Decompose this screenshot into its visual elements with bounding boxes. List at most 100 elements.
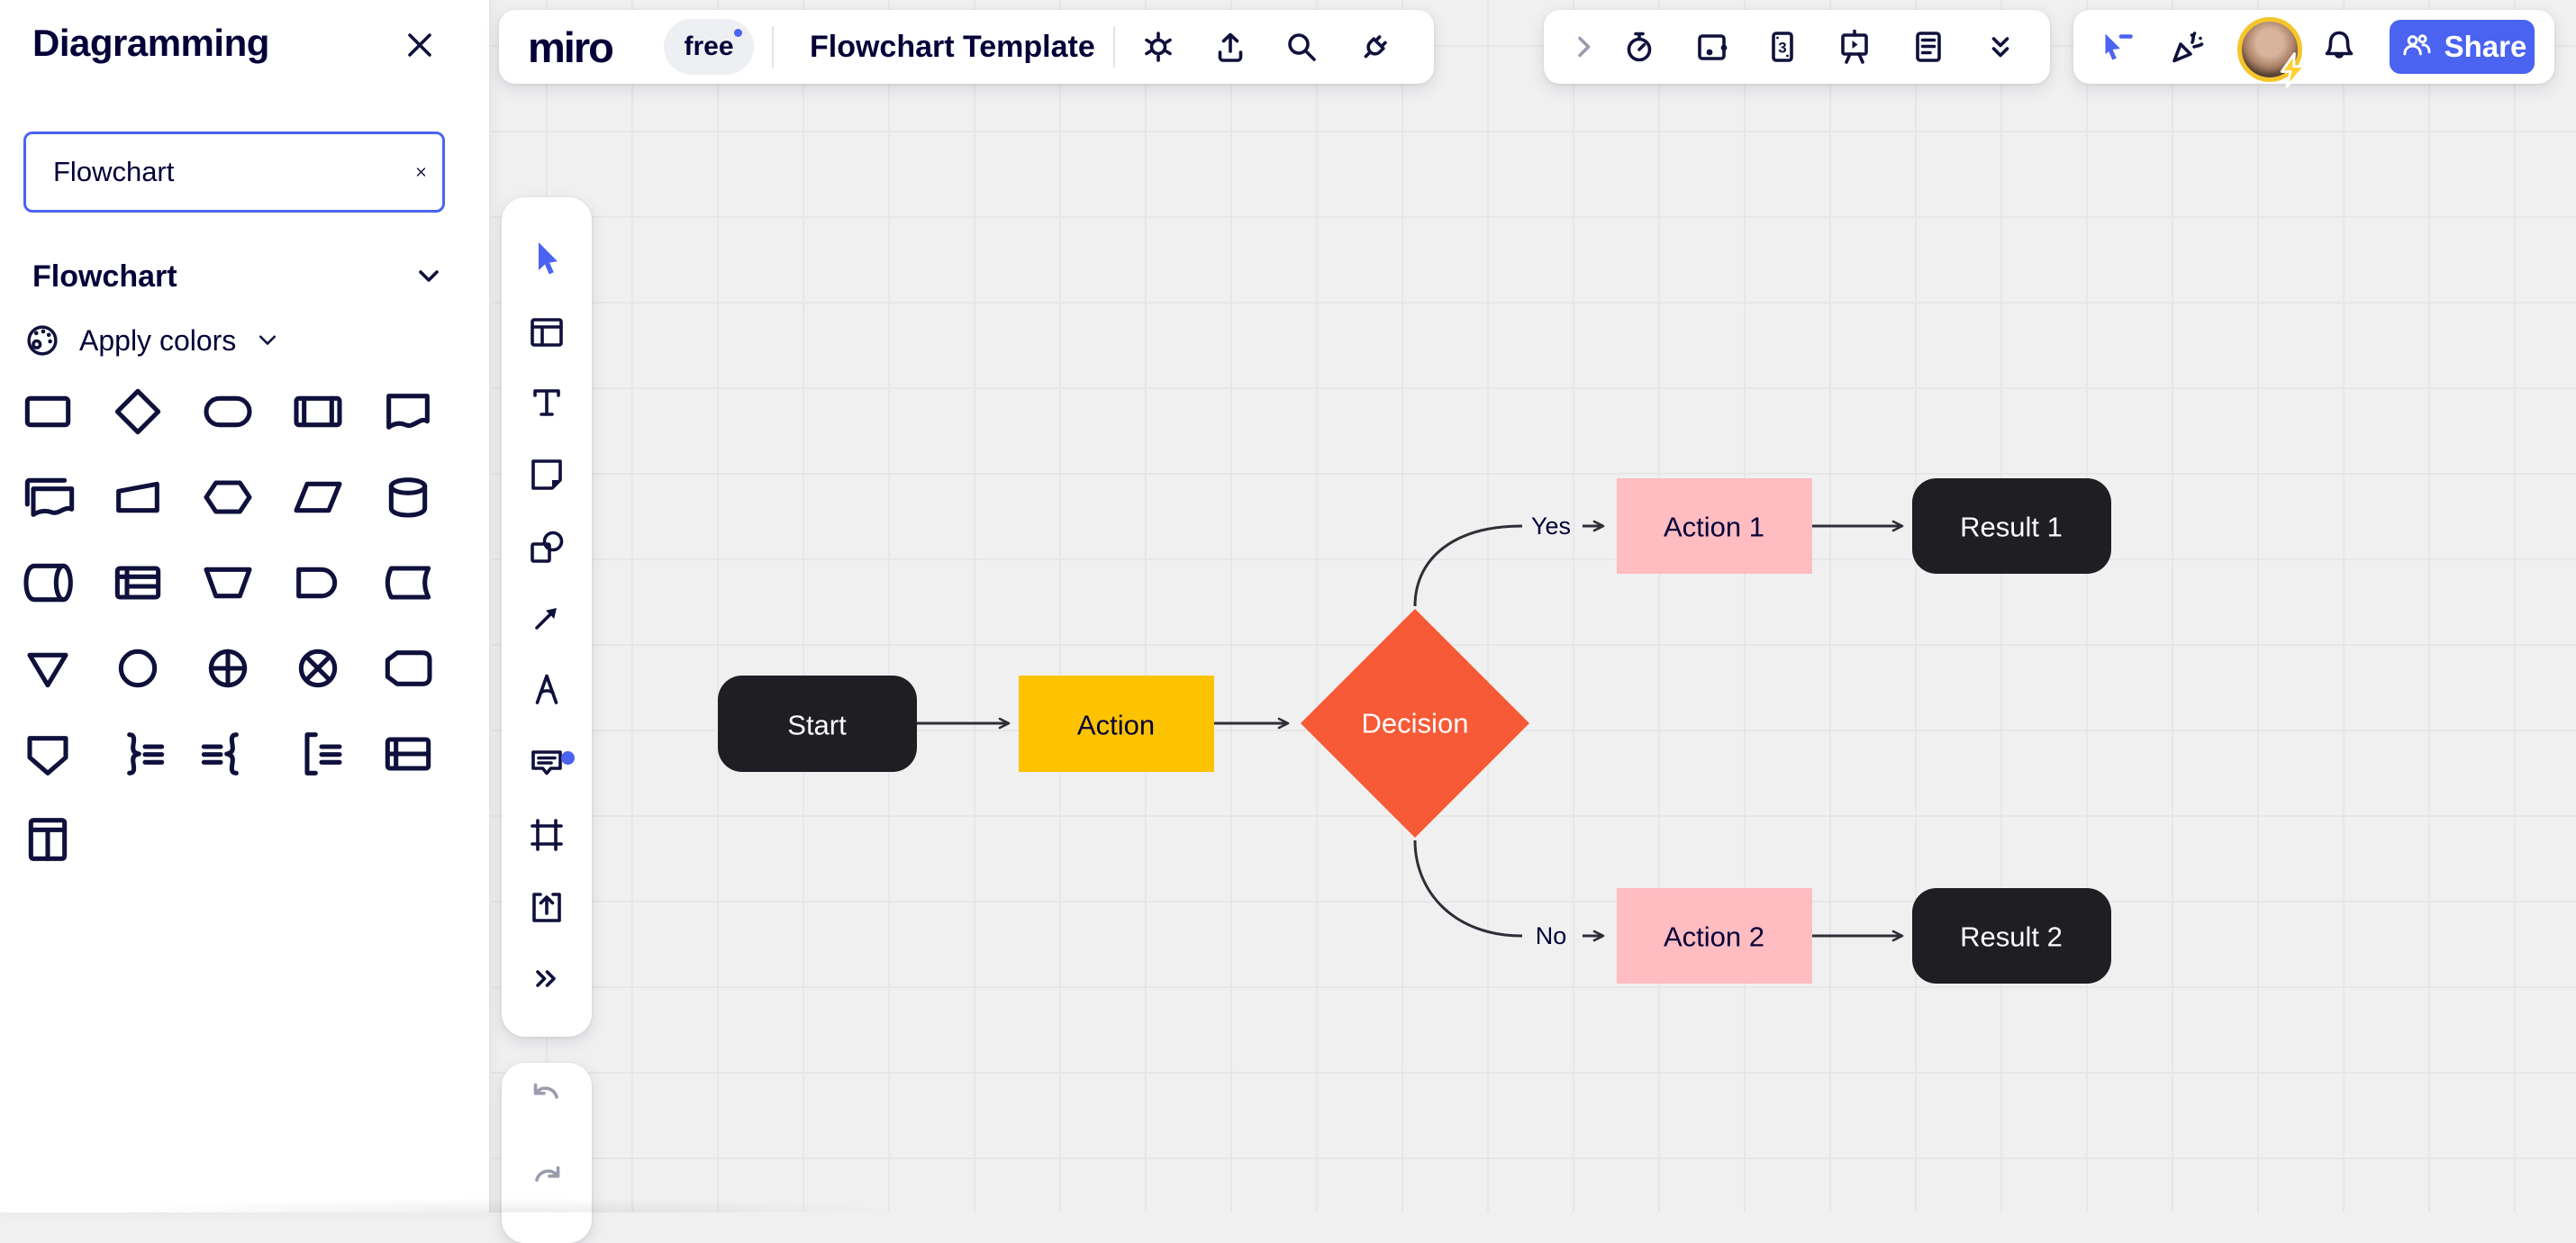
voting-button[interactable] (1688, 22, 1738, 72)
bell-icon (2325, 31, 2354, 59)
miro-logo[interactable]: miro (528, 23, 614, 71)
shape-manual-operation-icon[interactable] (198, 553, 258, 612)
more-tools-button[interactable] (522, 953, 572, 1003)
shape-data-icon[interactable] (288, 467, 348, 527)
shape-brace-right-note-icon[interactable] (108, 724, 168, 784)
select-tool[interactable] (522, 233, 572, 284)
comment-icon (531, 750, 562, 776)
presentation-icon (1841, 29, 1868, 64)
edge-decision-no-curve[interactable] (1413, 839, 1523, 938)
reactions-button[interactable] (2163, 22, 2213, 72)
shape-manual-input-icon[interactable] (108, 467, 168, 527)
connection-line-tool[interactable] (522, 593, 572, 643)
timer-button[interactable] (1614, 22, 1664, 72)
party-popper-icon (2172, 32, 2204, 63)
shape-terminator-icon[interactable] (198, 382, 258, 441)
node-result2[interactable]: Result 2 (1912, 888, 2111, 984)
edge-label-yes[interactable]: Yes (1531, 513, 1571, 540)
frame-tool[interactable] (522, 810, 572, 860)
apply-colors-label: Apply colors (79, 323, 237, 357)
node-action[interactable]: Action (1019, 676, 1214, 772)
node-start[interactable]: Start (718, 676, 917, 772)
profile-avatar[interactable] (2237, 17, 2307, 88)
shape-stored-data-icon[interactable] (18, 553, 77, 612)
search-icon (1288, 33, 1316, 61)
close-panel-button[interactable] (395, 20, 445, 70)
node-result1[interactable]: Result 1 (1912, 478, 2111, 574)
shape-predefined-process-icon[interactable] (288, 382, 348, 441)
expand-toolbar-button[interactable] (1558, 22, 1609, 72)
plan-badge[interactable]: free (664, 19, 754, 75)
shape-internal-storage-icon[interactable] (108, 553, 168, 612)
templates-tool[interactable] (522, 307, 572, 358)
shape-decision-icon[interactable] (108, 382, 168, 441)
clear-search-icon[interactable] (413, 152, 430, 192)
notifications-button[interactable] (2314, 22, 2364, 72)
section-header-flowchart[interactable]: Flowchart (32, 259, 177, 294)
shape-preparation-icon[interactable] (198, 467, 258, 527)
comment-tool[interactable] (522, 738, 572, 788)
upload-tool[interactable] (522, 882, 572, 932)
notes-button[interactable] (1903, 22, 1954, 72)
redo-button[interactable] (522, 1153, 572, 1203)
board-title[interactable]: Flowchart Template (810, 30, 1095, 64)
double-chevron-right-icon (536, 970, 556, 987)
edge-label-no[interactable]: No (1536, 922, 1567, 949)
shape-process-icon[interactable] (18, 382, 77, 441)
search-button[interactable] (1276, 22, 1327, 72)
hide-cursors-button[interactable] (2092, 22, 2143, 72)
shape-or-junction-icon[interactable] (198, 639, 258, 698)
board-settings-button[interactable] (1133, 22, 1184, 72)
shape-summing-junction-icon[interactable] (288, 639, 348, 698)
shape-off-page-link-icon[interactable] (378, 639, 438, 698)
more-apps-button[interactable] (1975, 22, 2026, 72)
plug-icon (1364, 35, 1387, 59)
node-action2[interactable]: Action 2 (1617, 888, 1812, 984)
export-button[interactable] (1205, 22, 1256, 72)
search-input[interactable] (26, 156, 413, 188)
chevron-down-icon (259, 335, 277, 345)
pen-icon (535, 674, 558, 704)
palette-icon (27, 325, 58, 356)
upload-arrow-icon (1218, 32, 1243, 62)
node-action1-label: Action 1 (1664, 512, 1764, 543)
node-action1[interactable]: Action 1 (1617, 478, 1812, 574)
edge-decision-yes-curve[interactable] (1413, 524, 1523, 607)
shape-brace-left-note-icon[interactable] (198, 724, 258, 784)
shape-column-table-icon[interactable] (18, 810, 77, 869)
timer-icon (1627, 32, 1652, 62)
undo-button[interactable] (522, 1070, 572, 1121)
node-result1-label: Result 1 (1960, 512, 2063, 543)
shape-delay-icon[interactable] (288, 553, 348, 612)
shape-bracket-note-icon[interactable] (288, 724, 348, 784)
sticky-note-tool[interactable] (522, 449, 572, 500)
shape-display-icon[interactable] (378, 553, 438, 612)
section-collapse-button[interactable] (404, 250, 454, 301)
node-decision[interactable]: Decision (1301, 609, 1529, 838)
board-canvas[interactable]: Yes No Start Action Decision Action 1 Re… (0, 0, 2576, 1212)
chevron-down-icon (419, 270, 439, 282)
offscreen-panel-shadow (108, 1198, 919, 1212)
shape-merge-icon[interactable] (18, 639, 77, 698)
node-start-label: Start (787, 710, 847, 741)
shapes-icon (531, 531, 564, 563)
apps-button[interactable] (1350, 22, 1401, 72)
pen-tool[interactable] (522, 665, 572, 715)
shape-connector-icon[interactable] (108, 639, 168, 698)
share-button-label: Share (2444, 30, 2527, 63)
shape-document-icon[interactable] (378, 382, 438, 441)
plan-badge-dot (734, 29, 742, 37)
presentation-button[interactable] (1829, 22, 1880, 72)
share-button[interactable]: Share (2390, 20, 2535, 74)
shapes-tool[interactable] (522, 522, 572, 573)
estimation-button[interactable]: 3 (1757, 22, 1808, 72)
shape-multiple-documents-icon[interactable] (18, 467, 77, 527)
text-tool[interactable] (522, 377, 572, 428)
account-toolbar: Share (2073, 10, 2554, 88)
apply-colors-control[interactable]: Apply colors (22, 315, 283, 366)
shape-database-icon[interactable] (378, 467, 438, 527)
text-icon (533, 389, 560, 416)
shape-off-page-connector-icon[interactable] (18, 724, 77, 784)
shape-table-icon[interactable] (378, 724, 438, 784)
